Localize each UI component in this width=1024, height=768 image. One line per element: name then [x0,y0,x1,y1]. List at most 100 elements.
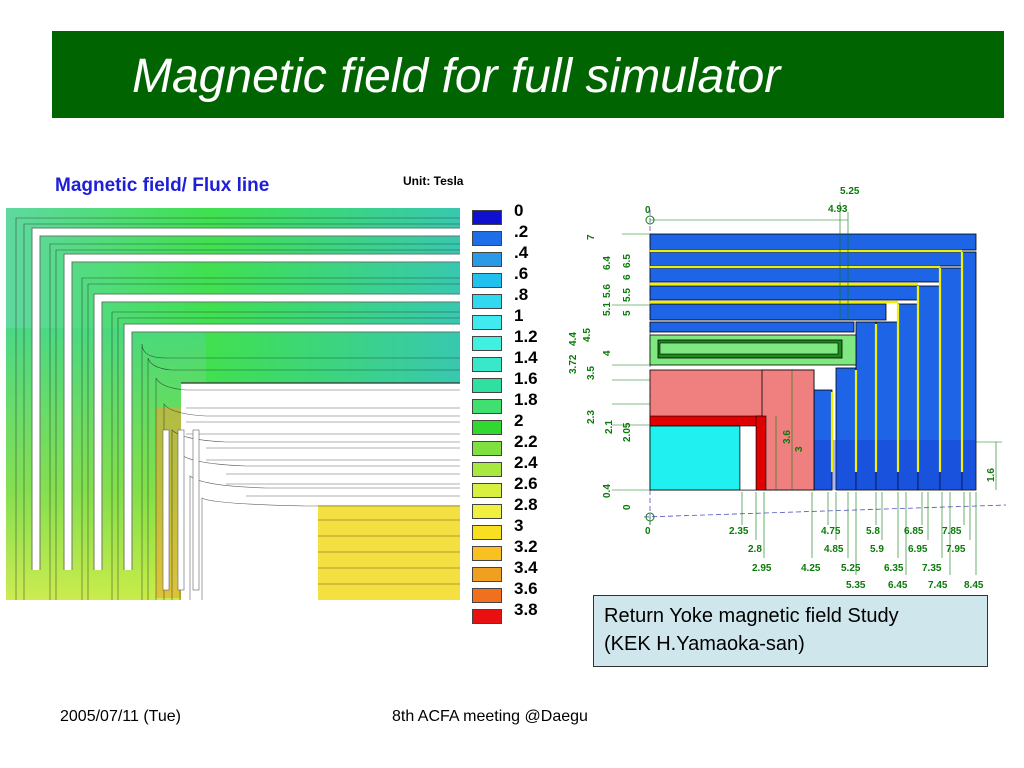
dim-bottom-5-25: 5.25 [841,563,861,574]
cryostat-wall [649,415,763,427]
legend-swatch-2 [472,252,502,267]
legend-swatch-11 [472,441,502,456]
dim-inner-3-6: 3.6 [782,430,793,444]
dim-bottom-5-35: 5.35 [846,580,866,591]
dim-left-6: 6 [622,274,633,280]
dim-left-4-4: 4.4 [568,332,579,346]
legend-swatch-4 [472,294,502,309]
dim-right-1-6: 1.6 [986,468,997,482]
dim-bottom-0: 0 [645,526,651,537]
dim-left-5-5: 5.5 [622,288,633,302]
legend-swatch-3 [472,273,502,288]
legend-swatch-5 [472,315,502,330]
legend-label-18: 3.6 [514,579,538,598]
dim-bottom-2-8: 2.8 [748,544,762,555]
flux-lines [15,217,460,600]
dim-bottom-6-85: 6.85 [904,526,924,537]
legend-label-2: .4 [514,243,529,262]
footer-meeting: 8th ACFA meeting @Daegu [392,708,588,725]
endcap-lower-yoke [814,440,976,490]
barrel-yoke [649,233,977,333]
info-box-title: Return Yoke magnetic field Study [604,605,899,627]
endcap-calorimeter [761,369,815,491]
dim-top-0: 0 [645,205,651,216]
central-tracker [649,425,741,491]
dim-bottom-7-95: 7.95 [946,544,966,555]
dim-left-5-1: 5.1 [602,302,613,316]
page-title: Magnetic field for full simulator [132,50,781,103]
info-box: Return Yoke magnetic field Study (KEK H.… [593,595,988,667]
legend-label-10: 2 [514,411,524,430]
legend-swatch-16 [472,546,502,561]
yoke-layers [32,228,460,570]
dim-left-4-5: 4.5 [582,328,593,342]
dim-top-4-93: 4.93 [828,204,848,215]
unit-label: Unit: Tesla [403,174,464,188]
dim-bottom-4-25: 4.25 [801,563,821,574]
legend-swatch-18 [472,588,502,603]
legend-label-3: .6 [514,264,529,283]
dim-left-3-5: 3.5 [586,366,597,380]
legend-swatch-10 [472,420,502,435]
title-banner: Magnetic field for full simulator [52,31,1004,118]
legend-label-0: 0 [514,201,524,220]
legend-swatch-7 [472,357,502,372]
legend-swatch-0 [472,210,502,225]
field-map-image [6,208,460,600]
coil-field-region [318,505,460,600]
solenoid-inner [659,342,839,355]
cryostat-side [755,415,767,491]
dim-bottom-7-85: 7.85 [942,526,962,537]
legend-label-11: 2.2 [514,432,538,451]
dim-bottom-5-9: 5.9 [870,544,884,555]
r-axis-line [643,504,1007,518]
dim-left-4: 4 [602,350,613,356]
legend-label-15: 3 [514,516,524,535]
dim-left-0-4: 0.4 [602,484,613,498]
legend-swatch-14 [472,504,502,519]
dim-bottom-6-45: 6.45 [888,580,908,591]
legend-label-7: 1.4 [514,348,538,367]
dim-bottom-4-75: 4.75 [821,526,841,537]
legend-swatch-1 [472,231,502,246]
dim-bottom-8-45: 8.45 [964,580,984,591]
legend-label-16: 3.2 [514,537,538,556]
dim-left-5-6: 5.6 [602,284,613,298]
dim-bottom-7-45: 7.45 [928,580,948,591]
dimension-lines [612,202,1002,575]
legend-swatch-17 [472,567,502,582]
legend-swatch-9 [472,399,502,414]
beam-pipe-gap [739,425,757,491]
legend-label-5: 1 [514,306,524,325]
dim-left-7: 7 [586,234,597,240]
dim-bottom-7-35: 7.35 [922,563,942,574]
dim-left-2-1: 2.1 [604,420,615,434]
legend-swatch-12 [472,462,502,477]
dim-top-5-25: 5.25 [840,186,860,197]
legend-label-13: 2.6 [514,474,538,493]
legend-label-6: 1.2 [514,327,538,346]
dim-bottom-5-8: 5.8 [866,526,880,537]
yoke-gap-lines [650,249,964,472]
dim-inner-3: 3 [794,446,805,452]
legend-label-9: 1.8 [514,390,538,409]
dim-left-2-3: 2.3 [586,410,597,424]
dim-bottom-4-85: 4.85 [824,544,844,555]
dim-left-2-05: 2.05 [622,422,633,442]
legend-swatch-6 [472,336,502,351]
info-box-credit: (KEK H.Yamaoka-san) [604,633,805,655]
legend-label-14: 2.8 [514,495,538,514]
legend-label-17: 3.4 [514,558,538,577]
legend-label-12: 2.4 [514,453,538,472]
dim-bottom-2-95: 2.95 [752,563,772,574]
dim-left-6-5: 6.5 [622,254,633,268]
endcap-coil-posts [162,429,200,591]
legend-label-1: .2 [514,222,529,241]
legend-swatch-8 [472,378,502,393]
legend-label-19: 3.8 [514,600,538,619]
dim-left-6-4: 6.4 [602,256,613,270]
dim-left-0: 0 [622,504,633,510]
dim-bottom-2-35: 2.35 [729,526,749,537]
dim-left-5: 5 [622,310,633,316]
dim-bottom-6-95: 6.95 [908,544,928,555]
